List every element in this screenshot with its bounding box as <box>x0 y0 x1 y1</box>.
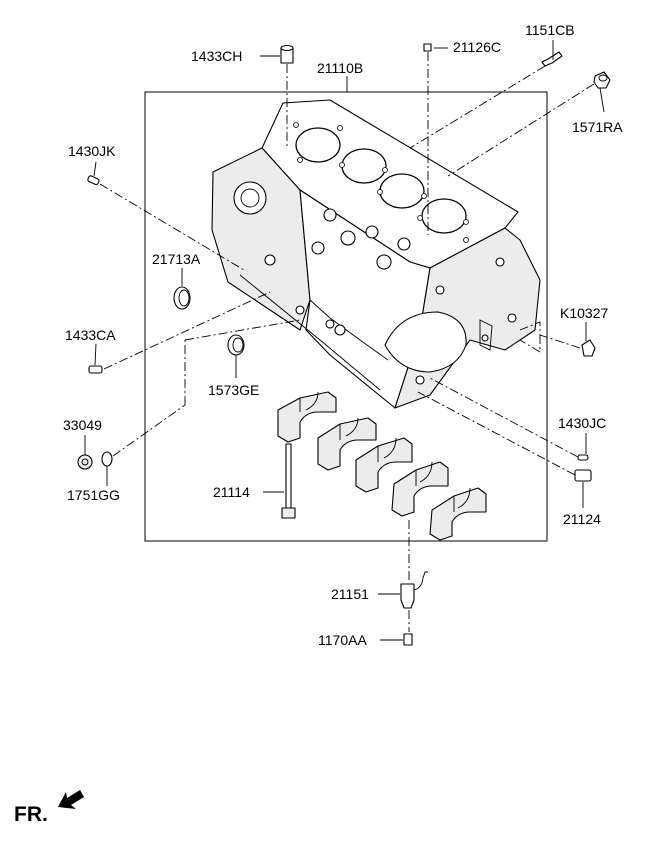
part-21124-sleeve[interactable] <box>574 469 592 482</box>
cylinder-bore-3 <box>379 173 425 209</box>
label-K10327: K10327 <box>560 305 608 321</box>
label-1571RA: 1571RA <box>572 119 623 135</box>
part-1433CA-dowel-sleeve[interactable] <box>88 365 103 374</box>
main-bearing-cap-4[interactable] <box>391 461 449 517</box>
cylinder-bore-4 <box>421 198 467 234</box>
leader-lines <box>84 40 605 641</box>
part-1571RA-plug[interactable] <box>593 71 611 89</box>
label-21151: 21151 <box>331 586 369 602</box>
part-21713A-seal-ring[interactable] <box>173 286 191 310</box>
part-21126C-plug[interactable] <box>423 43 432 52</box>
part-21114-main-bearing-bolt[interactable] <box>281 443 296 519</box>
main-bearing-cap-3[interactable] <box>355 437 413 493</box>
part-1170AA-bolt[interactable] <box>403 633 413 646</box>
label-21713A: 21713A <box>152 251 201 267</box>
label-1170AA: 1170AA <box>318 632 367 648</box>
label-1151CB: 1151CB <box>525 22 575 38</box>
part-1573GE-seal[interactable] <box>227 334 245 356</box>
label-1430JC: 1430JC <box>558 415 606 431</box>
part-K10327-plug[interactable] <box>581 339 596 357</box>
cylinder-block[interactable] <box>211 99 541 409</box>
part-1430JC-pin[interactable] <box>577 454 589 461</box>
label-1430JK: 1430JK <box>68 143 116 159</box>
label-21126C: 21126C <box>453 39 501 55</box>
center-lines <box>99 52 595 632</box>
front-label: FR. <box>14 803 48 826</box>
label-1433CH: 1433CH <box>191 48 242 64</box>
label-21124: 21124 <box>563 511 601 527</box>
part-1751GG-gasket[interactable] <box>101 451 113 467</box>
label-21110B: 21110B <box>317 60 363 76</box>
assembly-boundary-box <box>144 91 548 542</box>
label-1573GE: 1573GE <box>208 382 259 398</box>
cylinder-bore-1 <box>295 127 341 163</box>
part-1430JK-pin[interactable] <box>87 175 100 186</box>
part-1151CB-stud[interactable] <box>541 51 563 67</box>
main-bearing-cap-1[interactable] <box>277 391 337 443</box>
label-33049: 33049 <box>63 417 102 433</box>
cylinder-bore-2 <box>341 148 387 184</box>
label-21114: 21114 <box>213 484 250 500</box>
main-bearing-cap-2[interactable] <box>317 417 377 471</box>
part-21151-fitting[interactable] <box>400 571 428 609</box>
front-arrow-icon <box>58 790 84 809</box>
main-bearing-cap-5[interactable] <box>429 487 487 541</box>
part-33049-drain-plug[interactable] <box>77 454 93 470</box>
front-direction-indicator: FR. <box>14 790 84 826</box>
label-1433CA: 1433CA <box>65 327 116 343</box>
part-1433CH-dowel-sleeve[interactable] <box>280 44 294 64</box>
label-1751GG: 1751GG <box>67 487 120 503</box>
